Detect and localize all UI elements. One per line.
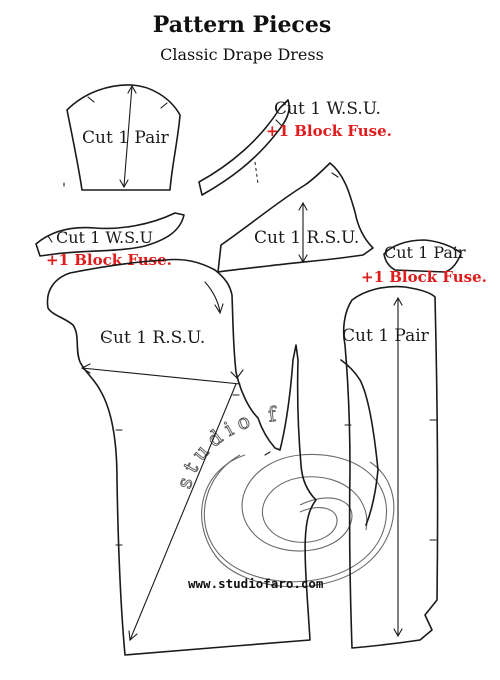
front-yoke-label: Cut 1 R.S.U. <box>254 228 359 248</box>
studio-faro-watermark: studio faro <box>0 0 395 588</box>
side-piece: Cut 1 Pair +1 Block Fuse. <box>361 239 487 286</box>
back-body-label: Cut 1 Pair <box>342 326 430 346</box>
page-subtitle: Classic Drape Dress <box>160 45 324 64</box>
website-url: www.studiofaro.com <box>188 576 324 591</box>
front-facing-fuse-note: +1 Block Fuse. <box>266 122 392 140</box>
front-body-piece: Cut 1 R.S.U. <box>46 258 317 656</box>
back-body-piece: Cut 1 Pair <box>340 285 439 649</box>
page-title: Pattern Pieces <box>153 12 331 38</box>
front-facing-piece: Cut 1 W.S.U. +1 Block Fuse. <box>198 99 392 196</box>
front-yoke-piece: Cut 1 R.S.U. <box>217 162 374 273</box>
back-facing-fuse-note: +1 Block Fuse. <box>46 251 172 269</box>
side-piece-label: Cut 1 Pair <box>384 243 466 262</box>
side-piece-fuse-note: +1 Block Fuse. <box>361 268 487 286</box>
sleeve-piece: Cut 1 Pair <box>63 84 181 191</box>
front-facing-label: Cut 1 W.S.U. <box>274 99 381 119</box>
back-facing-label: Cut 1 W.S.U <box>56 228 153 247</box>
sleeve-label: Cut 1 Pair <box>82 128 170 148</box>
front-body-label: Cut 1 R.S.U. <box>100 328 205 348</box>
back-facing-piece: Cut 1 W.S.U +1 Block Fuse. <box>35 212 185 269</box>
